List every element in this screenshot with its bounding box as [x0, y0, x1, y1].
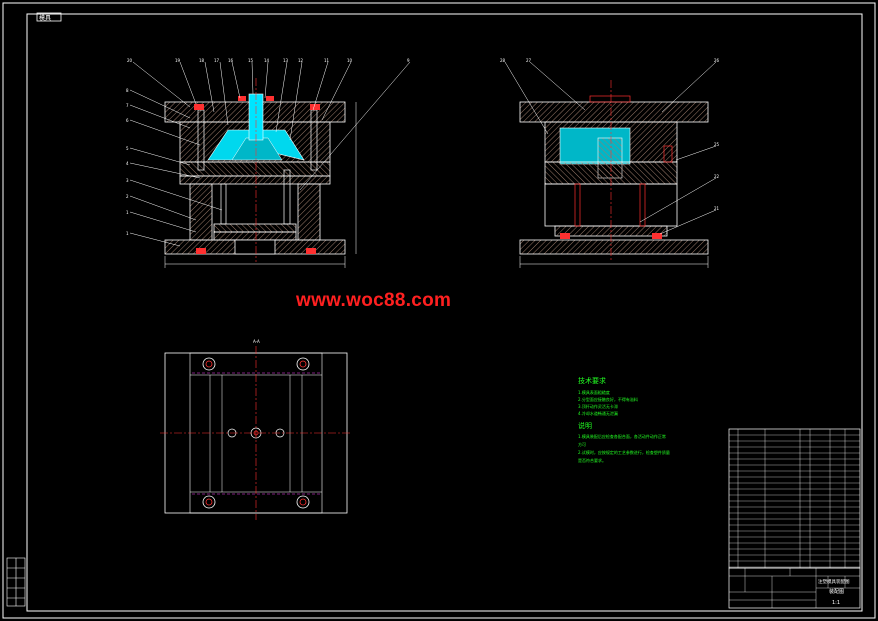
tech-requirements-title: 技术要求 [578, 377, 606, 385]
tech-requirement-line: 1.模具表面粗糙度 [578, 390, 610, 395]
svg-text:A-A: A-A [253, 339, 260, 344]
parts-list [728, 428, 861, 569]
tech-requirement-line: 4.冷却水道畅通无泄漏 [578, 411, 618, 416]
svg-text:11: 11 [324, 58, 330, 63]
svg-text:28: 28 [500, 58, 506, 63]
svg-text:12: 12 [298, 58, 304, 63]
svg-text:3: 3 [126, 178, 129, 183]
svg-text:4: 4 [126, 161, 129, 166]
svg-text:16: 16 [228, 58, 234, 63]
svg-text:19: 19 [175, 58, 181, 63]
svg-text:7: 7 [126, 103, 129, 108]
drawing-type: 装配图 [829, 588, 844, 595]
svg-text:14: 14 [264, 58, 270, 63]
svg-text:21: 21 [714, 206, 720, 211]
svg-text:25: 25 [714, 142, 720, 147]
tech-note-line: 2.试模时，应按规定的工艺参数进行，检查塑件质量 [578, 450, 670, 455]
svg-text:5: 5 [126, 146, 129, 151]
guide-pillar-icon [202, 357, 216, 371]
svg-text:26: 26 [714, 58, 720, 63]
plan-view: A-A [160, 339, 352, 520]
tech-requirement-line: 3.顶杆动作灵活无卡滞 [578, 404, 618, 409]
watermark-text: www.woc88.com [296, 290, 452, 311]
left-title-strip [6, 557, 26, 607]
tech-notes-subtitle: 说明 [578, 422, 592, 430]
svg-text:8: 8 [126, 88, 129, 93]
svg-text:2: 2 [126, 194, 129, 199]
corner-tag: 模具 [39, 14, 51, 22]
svg-text:13: 13 [283, 58, 289, 63]
svg-text:15: 15 [248, 58, 254, 63]
svg-text:1: 1 [126, 231, 129, 236]
svg-text:6: 6 [126, 118, 129, 123]
drawing-name: 注塑模具装配图 [818, 578, 850, 585]
svg-text:18: 18 [199, 58, 205, 63]
svg-text:22: 22 [714, 174, 720, 179]
svg-text:9: 9 [407, 58, 410, 63]
corner-tag-box [36, 12, 62, 22]
tech-note-line: 是否符合要求。 [578, 458, 606, 463]
side-view: 28 27 26 25 22 21 [500, 58, 720, 268]
svg-text:10: 10 [347, 58, 353, 63]
drawing-scale: 1:1 [832, 600, 840, 606]
svg-text:20: 20 [127, 58, 133, 63]
tech-requirement-line: 2.分型面应接触良好，不得有溢料 [578, 397, 638, 402]
tech-note-line: 方可 [578, 442, 586, 447]
svg-text:17: 17 [214, 58, 220, 63]
title-block: 注塑模具装配图 装配图 1:1 [728, 567, 861, 609]
svg-text:27: 27 [526, 58, 532, 63]
svg-text:1: 1 [126, 210, 129, 215]
inner-border [26, 13, 863, 612]
tech-note-line: 1.模具装配后应检查各配合面，各活动件动作正常 [578, 434, 666, 439]
